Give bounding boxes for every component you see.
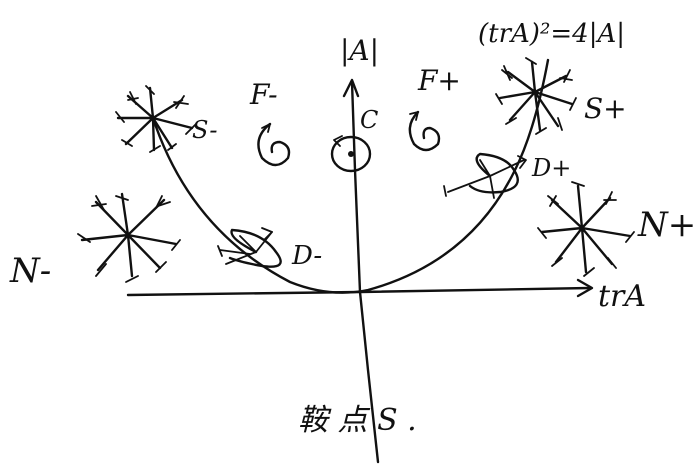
- label-n-minus: N-: [9, 251, 51, 291]
- spiral-icon: [408, 110, 441, 152]
- parabola-equation: (trA)²=4|A|: [478, 19, 625, 49]
- label-f-plus: F+: [417, 64, 461, 97]
- spiral-icon: [257, 122, 291, 167]
- label-s-minus: S-: [192, 116, 217, 144]
- label-c: C: [360, 106, 378, 134]
- degenerate-node-icon: [217, 227, 282, 268]
- label-n-plus: N+: [637, 205, 696, 245]
- label-s-plus: S+: [584, 92, 627, 125]
- degenerate-node-icon: [443, 152, 527, 199]
- y-axis-label: |A|: [340, 34, 379, 67]
- star-node-icon: [115, 85, 197, 153]
- star-node-icon: [77, 192, 181, 283]
- parabola-curve: [151, 58, 550, 294]
- x-axis-label: trA: [598, 279, 646, 314]
- label-d-minus: D-: [291, 241, 322, 271]
- star-node-icon: [495, 57, 577, 135]
- label-d-plus: D+: [531, 154, 571, 182]
- saddle-note: 鞍 点 S .: [298, 403, 417, 438]
- star-node-icon: [537, 181, 635, 277]
- label-f-minus: F-: [249, 78, 278, 111]
- center-icon: [330, 135, 372, 173]
